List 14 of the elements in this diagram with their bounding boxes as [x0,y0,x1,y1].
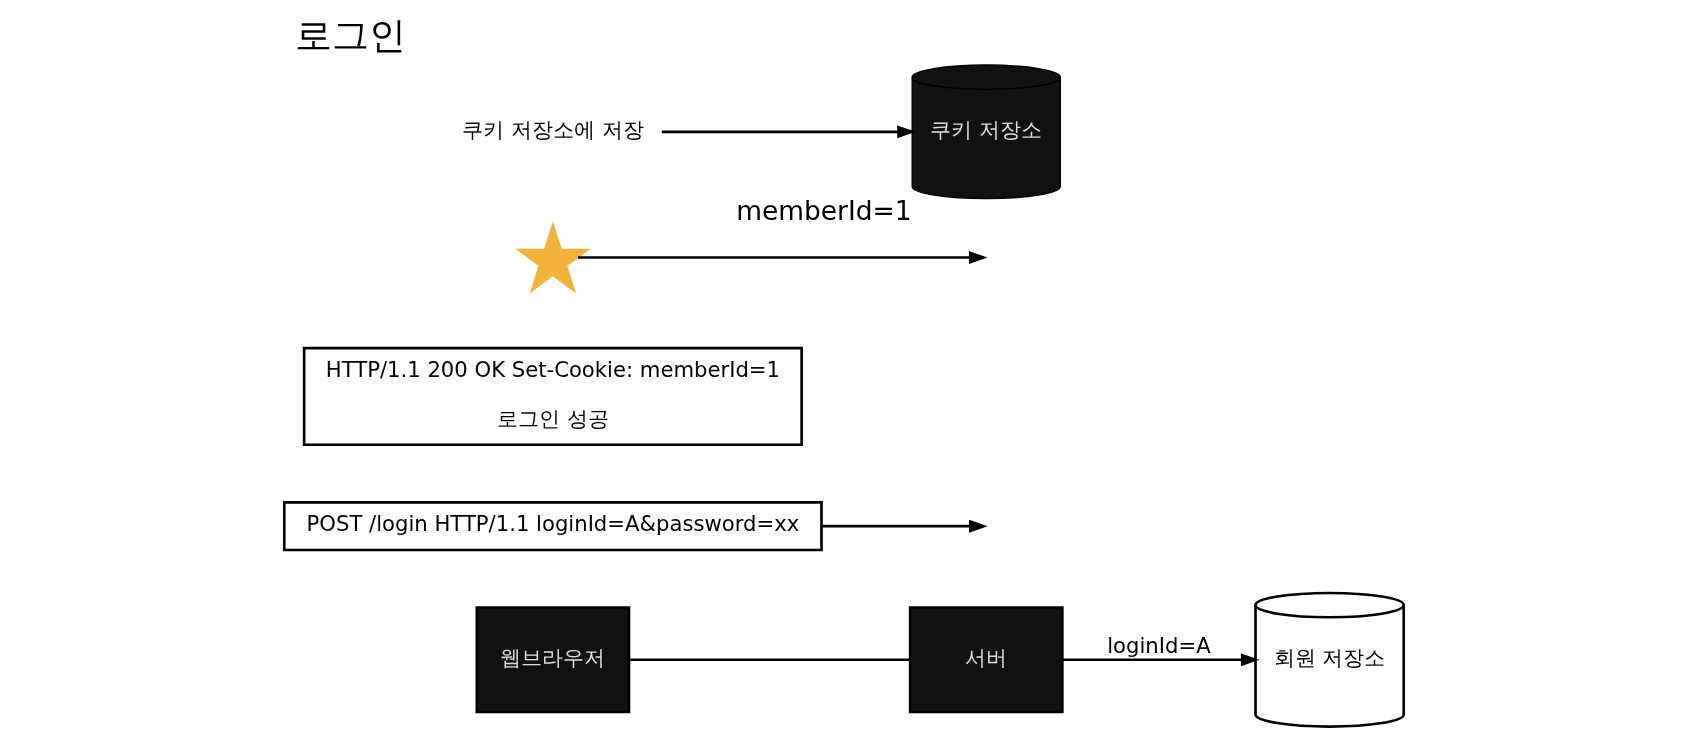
arrow [822,519,988,533]
arrow [1062,653,1260,667]
node-box: 서버 [908,606,1064,714]
node-box: POST /login HTTP/1.1 loginId=A&password=xx [282,501,823,552]
diagram-title: 로그인 [294,14,406,58]
connector [629,658,911,662]
edge-label: loginId=A [1107,632,1211,658]
arrow [661,125,916,139]
node-star [515,221,591,294]
node-text: 쿠키 저장소에 저장 [462,116,644,142]
node-box: HTTP/1.1 200 OK Set-Cookie: memberId=1 로그인 성공 [302,346,803,447]
node-box: 웹브라우저 [475,606,631,714]
node-label: memberId=1 [736,194,912,226]
arrow [578,251,988,265]
